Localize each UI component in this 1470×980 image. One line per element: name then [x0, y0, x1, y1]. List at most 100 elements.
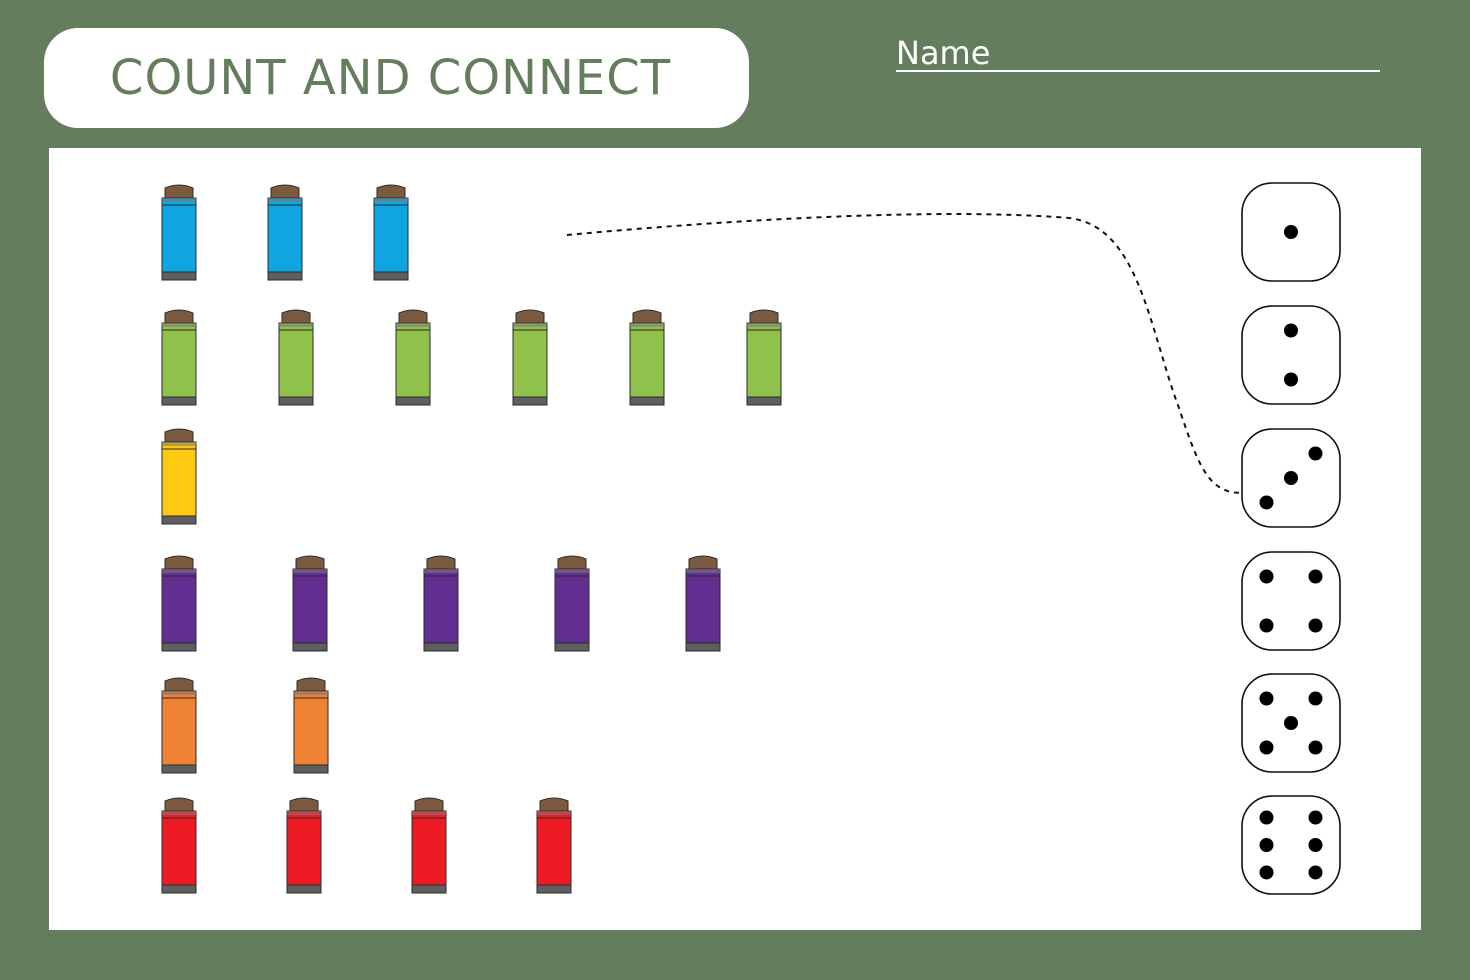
bottle-body [536, 817, 572, 887]
bottle-neck-shade [374, 198, 408, 202]
bottle-body [629, 329, 665, 399]
bottle-neck-shade [162, 323, 196, 327]
bottle-neck-shade [747, 323, 781, 327]
bottle-neck-shade [686, 569, 720, 573]
bottle-neck-shade [294, 691, 328, 695]
bottle[interactable] [161, 428, 197, 525]
die-face [1241, 795, 1341, 895]
die-1[interactable] [1241, 182, 1341, 282]
bottle-body [292, 575, 328, 645]
bottle-base [411, 884, 447, 894]
bottle[interactable] [161, 555, 197, 652]
die-pip [1259, 495, 1274, 510]
die-pip [1259, 569, 1274, 584]
bottle-base [161, 884, 197, 894]
bottle[interactable] [292, 555, 328, 652]
bottle[interactable] [286, 797, 322, 894]
bottle[interactable] [629, 309, 665, 406]
bottle[interactable] [512, 309, 548, 406]
bottle[interactable] [278, 309, 314, 406]
die-face [1241, 305, 1341, 405]
bottle-body [685, 575, 721, 645]
bottle[interactable] [161, 184, 197, 281]
bottle-neck-shade [630, 323, 664, 327]
bottle-body [411, 817, 447, 887]
bottle-body [423, 575, 459, 645]
worksheet-title: COUNT AND CONNECT [109, 50, 672, 106]
bottle-neck-shade [287, 811, 321, 815]
die-pip [1259, 740, 1274, 755]
worksheet-canvas [161, 182, 1341, 895]
die-pip [1308, 865, 1323, 880]
worksheet-area [49, 148, 1421, 930]
die-pip [1284, 225, 1298, 239]
bottle[interactable] [685, 555, 721, 652]
die-pip [1308, 740, 1323, 755]
bottle[interactable] [423, 555, 459, 652]
bottle-body [278, 329, 314, 399]
bottle-body [293, 697, 329, 767]
bottle[interactable] [536, 797, 572, 894]
bottle-body [161, 329, 197, 399]
bottle-base [746, 396, 782, 406]
bottle-base [286, 884, 322, 894]
bottle[interactable] [373, 184, 409, 281]
die-pip [1284, 372, 1298, 387]
die-3[interactable] [1241, 428, 1341, 528]
bottle-body [512, 329, 548, 399]
bottle-body [161, 448, 197, 518]
bottle-base [512, 396, 548, 406]
bottle[interactable] [746, 309, 782, 406]
bottle-base [373, 271, 409, 281]
bottle-body [395, 329, 431, 399]
bottle-body [554, 575, 590, 645]
die-pip [1259, 810, 1274, 825]
die-4[interactable] [1241, 551, 1341, 651]
bottle-neck-shade [537, 811, 571, 815]
bottle-neck-shade [396, 323, 430, 327]
bottle-body [373, 204, 409, 274]
bottle-body [161, 204, 197, 274]
die-pip [1308, 810, 1323, 825]
bottle[interactable] [161, 797, 197, 894]
bottle-body [286, 817, 322, 887]
die-2[interactable] [1241, 305, 1341, 405]
bottle-neck-shade [162, 811, 196, 815]
die-pip [1259, 865, 1274, 880]
die-6[interactable] [1241, 795, 1341, 895]
bottle[interactable] [554, 555, 590, 652]
bottle-body [161, 575, 197, 645]
name-line[interactable] [896, 70, 1380, 72]
bottle-neck-shade [293, 569, 327, 573]
bottle-base [629, 396, 665, 406]
bottle[interactable] [161, 309, 197, 406]
bottle-base [293, 764, 329, 774]
die-pip [1308, 838, 1323, 852]
bottle-base [161, 515, 197, 525]
bottle-body [161, 697, 197, 767]
bottle[interactable] [411, 797, 447, 894]
die-pip [1308, 446, 1323, 461]
bottle-neck-shade [162, 691, 196, 695]
example-connection-line [566, 213, 1243, 494]
bottle[interactable] [267, 184, 303, 281]
bottle-base [292, 642, 328, 652]
bottle-neck-shade [162, 442, 196, 446]
bottle[interactable] [161, 677, 197, 774]
bottle-neck-shade [268, 198, 302, 202]
title-box: COUNT AND CONNECT [44, 28, 749, 128]
bottle-body [161, 817, 197, 887]
bottle-base [161, 764, 197, 774]
die-5[interactable] [1241, 673, 1341, 773]
bottle[interactable] [293, 677, 329, 774]
name-label: Name [896, 34, 991, 72]
bottle-neck-shade [279, 323, 313, 327]
die-pip [1284, 471, 1298, 485]
bottle-base [554, 642, 590, 652]
bottle[interactable] [395, 309, 431, 406]
bottle-base [161, 396, 197, 406]
die-pip [1284, 323, 1298, 338]
bottle-neck-shade [162, 569, 196, 573]
bottle-base [267, 271, 303, 281]
die-pip [1308, 569, 1323, 584]
